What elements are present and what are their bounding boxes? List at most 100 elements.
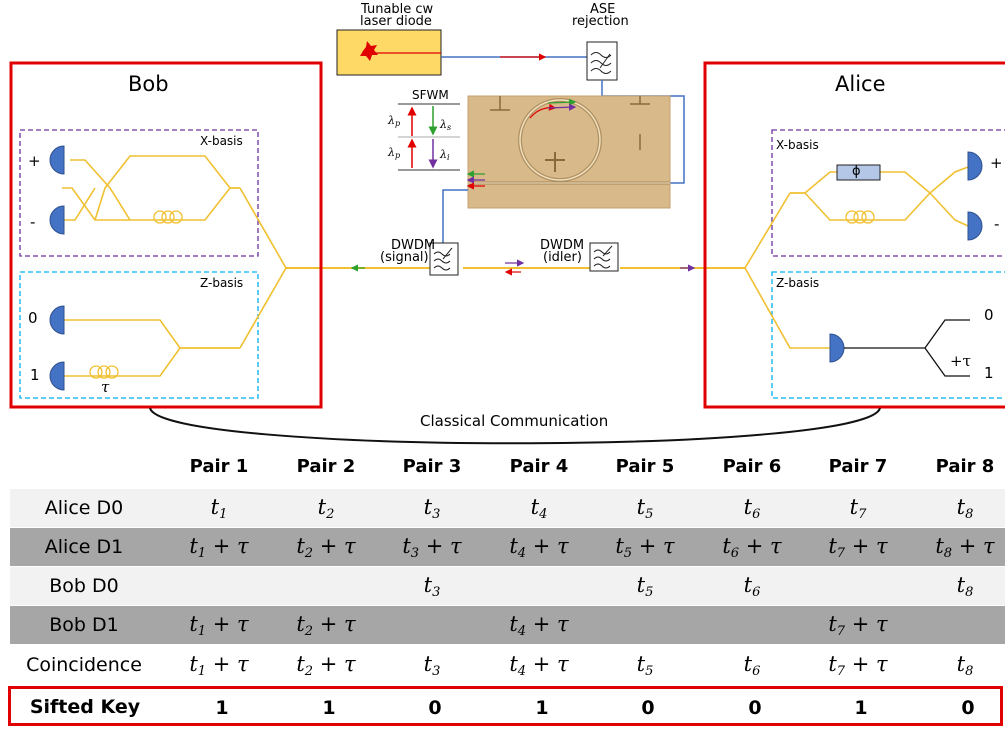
table-cell: t3 + τ <box>402 534 462 561</box>
table-cell: t7 <box>849 495 867 522</box>
alice-detector-plus <box>967 151 983 181</box>
table-cell: t6 <box>743 652 761 679</box>
column-header-pair-4: Pair 4 <box>509 456 569 477</box>
table-cell: t4 + τ <box>509 612 569 639</box>
microring-photo <box>468 96 670 208</box>
alice-time-bin-split <box>844 319 970 377</box>
sifted-key-bit: 1 <box>854 697 868 719</box>
row-label: Coincidence <box>26 654 142 676</box>
table-cell: t5 <box>636 573 654 600</box>
table-cell: t1 + τ <box>189 612 249 639</box>
sifted-key-bit: 1 <box>215 697 229 719</box>
bob-minus-label: - <box>30 213 36 231</box>
ase-label-line1: ASE <box>590 2 616 17</box>
sifted-key-bit: 0 <box>961 697 975 719</box>
bob-x-basis-box <box>19 129 259 257</box>
classical-communication-arc <box>149 407 881 445</box>
ase-label-line2: rejection <box>572 14 629 29</box>
table-cell: t7 + τ <box>828 652 888 679</box>
table-cell: t6 <box>743 495 761 522</box>
bob-tau-label: τ <box>101 378 110 396</box>
table-cell: t7 + τ <box>828 534 888 561</box>
bob-detector-1 <box>49 361 65 391</box>
dwdm-signal-label-2: (signal) <box>380 250 429 265</box>
table-cell: t3 <box>423 573 441 600</box>
sfwm-energy-diagram <box>398 103 460 171</box>
table-cell: t5 <box>636 495 654 522</box>
bob-delay-coil-icon <box>153 210 183 224</box>
table-cell: t8 <box>956 652 974 679</box>
table-cell: t5 + τ <box>615 534 675 561</box>
table-row: Bob D1 t1 + τ t2 + τ t4 + τ t7 + τ <box>10 606 1005 644</box>
dwdm-idler-label-2: (idler) <box>543 250 582 265</box>
table-cell: t2 + τ <box>296 534 356 561</box>
alice-z-basis-box <box>771 271 1005 399</box>
table-row: Bob D0 t3 t5 t6 t8 <box>10 567 1005 605</box>
ase-filter-icon <box>586 41 618 81</box>
alice-plus-label: + <box>990 154 1003 172</box>
sifted-key-label: Sifted Key <box>29 696 141 718</box>
table-cell: t2 <box>317 495 335 522</box>
lambda-p1-label: λp <box>388 114 401 128</box>
table-cell: t3 <box>423 652 441 679</box>
row-label: Bob D0 <box>49 575 119 597</box>
sifted-key-bit: 0 <box>748 697 762 719</box>
bob-tau-coil-icon <box>89 365 119 379</box>
table-cell: t8 <box>956 495 974 522</box>
alice-delay-coil-icon <box>845 210 875 224</box>
table-cell: t4 + τ <box>509 652 569 679</box>
table-cell: t6 <box>743 573 761 600</box>
alice-box <box>703 61 1005 409</box>
alice-z-detector <box>829 333 845 363</box>
sifted-key-bit: 1 <box>535 697 549 719</box>
table-cell: t2 + τ <box>296 652 356 679</box>
alice-one-label: 1 <box>984 364 994 382</box>
table-cell: t8 <box>956 573 974 600</box>
bob-box <box>9 61 323 409</box>
table-cell: t4 <box>530 495 548 522</box>
table-cell: t7 + τ <box>828 612 888 639</box>
alice-x-basis-box <box>771 129 1005 257</box>
alice-zero-label: 0 <box>984 306 994 324</box>
column-header-pair-2: Pair 2 <box>296 456 356 477</box>
sifted-key-bit: 1 <box>322 697 336 719</box>
alice-phase-shifter <box>836 164 881 181</box>
column-header-pair-3: Pair 3 <box>402 456 462 477</box>
lambda-i-label: λi <box>440 148 450 162</box>
column-header-pair-8: Pair 8 <box>935 456 995 477</box>
bob-detector-plus <box>49 145 65 175</box>
table-cell: t1 <box>210 495 228 522</box>
alice-z-basis-label: Z-basis <box>776 276 820 290</box>
bob-title: Bob <box>128 72 169 96</box>
sifted-key-bit: 0 <box>428 697 442 719</box>
bob-z-basis-label: Z-basis <box>200 276 244 290</box>
classical-communication-label: Classical Communication <box>420 412 609 430</box>
bob-detector-minus <box>49 205 65 235</box>
alice-title: Alice <box>835 72 886 96</box>
bob-z-basis-box <box>19 271 259 399</box>
dwdm-signal-label-1: DWDM <box>391 238 436 253</box>
table-cell: t1 + τ <box>189 534 249 561</box>
bob-x-basis-label: X-basis <box>200 134 243 148</box>
table-cell: t1 + τ <box>189 652 249 679</box>
table-cell: t4 + τ <box>509 534 569 561</box>
lambda-s-label: λs <box>440 118 452 132</box>
alice-x-basis-label: X-basis <box>776 138 819 152</box>
bob-plus-label: + <box>28 152 41 170</box>
sfwm-label: SFWM <box>412 88 449 102</box>
setup-diagram <box>9 29 1005 445</box>
alice-plus-tau-label: +τ <box>950 352 971 370</box>
laser-label-line2: laser diode <box>360 14 432 29</box>
table-cell: t2 + τ <box>296 612 356 639</box>
column-header-pair-1: Pair 1 <box>189 456 249 477</box>
table-cell: t8 + τ <box>935 534 995 561</box>
column-header-pair-7: Pair 7 <box>828 456 888 477</box>
lambda-p2-label: λp <box>388 146 401 160</box>
table-cell: t3 <box>423 495 441 522</box>
column-header-pair-5: Pair 5 <box>615 456 675 477</box>
row-label: Bob D1 <box>49 614 119 636</box>
sifted-key-bit: 0 <box>641 697 655 719</box>
